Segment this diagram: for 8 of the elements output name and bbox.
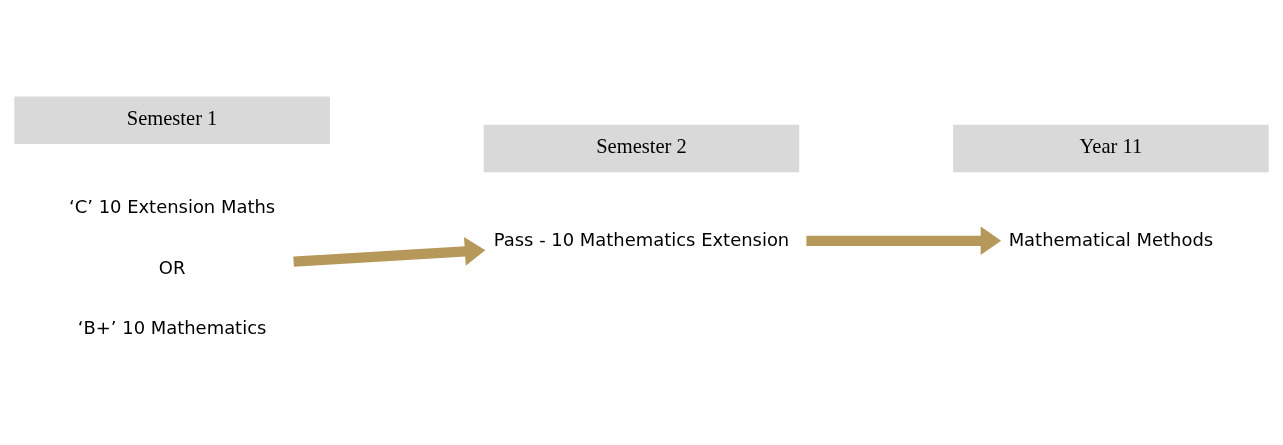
node-text: ‘C’ 10 Extension Maths OR ‘B+’ 10 Mathematics xyxy=(69,196,276,339)
node-text: Pass - 10 Mathematics Extension xyxy=(493,228,790,250)
arrow xyxy=(293,237,486,267)
label: Semester 2 xyxy=(596,135,687,158)
arrow xyxy=(806,226,1002,256)
node-text: Mathematical Methods xyxy=(1008,228,1214,250)
label: Semester 1 xyxy=(126,107,218,130)
label: Year 11 xyxy=(1079,135,1143,158)
